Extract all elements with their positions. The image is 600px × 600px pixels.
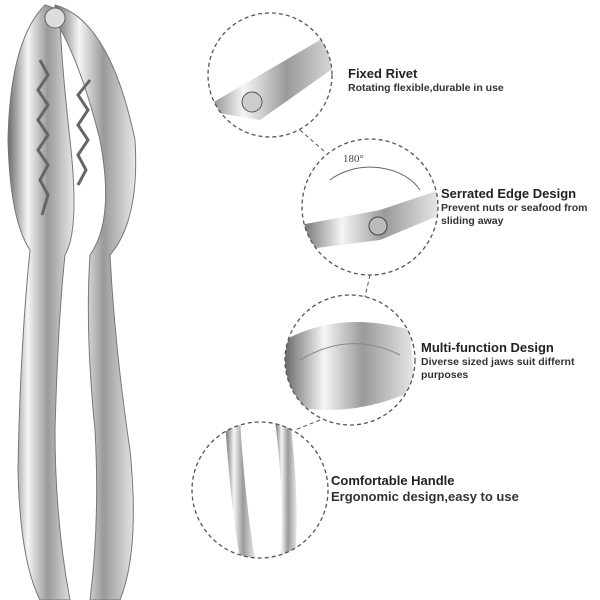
feature-desc: Diverse sized jaws suit differnt purpose… — [421, 356, 575, 381]
detail-serrated-edge — [302, 166, 438, 250]
feature-multi-function: Multi-function Design Diverse sized jaws… — [421, 340, 591, 382]
nutcracker-image — [7, 4, 137, 600]
detail-multi-function — [285, 322, 415, 410]
feature-fixed-rivet: Fixed Rivet Rotating flexible,durable in… — [348, 66, 504, 95]
feature-serrated-edge: Serrated Edge Design Prevent nuts or sea… — [441, 186, 600, 228]
feature-desc: Prevent nuts or seafood from sliding awa… — [441, 202, 588, 227]
rotation-label: 180° — [343, 153, 364, 165]
feature-desc: Rotating flexible,durable in use — [348, 82, 504, 94]
feature-title: Serrated Edge Design — [441, 186, 577, 201]
feature-title: Comfortable Handle — [331, 473, 455, 488]
feature-title: Fixed Rivet — [348, 66, 418, 81]
feature-desc: Ergonomic design,easy to use — [331, 489, 519, 504]
detail-handle — [225, 422, 297, 558]
rivet-icon — [44, 7, 66, 29]
feature-comfortable-handle: Comfortable Handle Ergonomic design,easy… — [331, 473, 519, 505]
feature-title: Multi-function Design — [421, 340, 554, 355]
detail-fixed-rivet — [208, 40, 332, 120]
